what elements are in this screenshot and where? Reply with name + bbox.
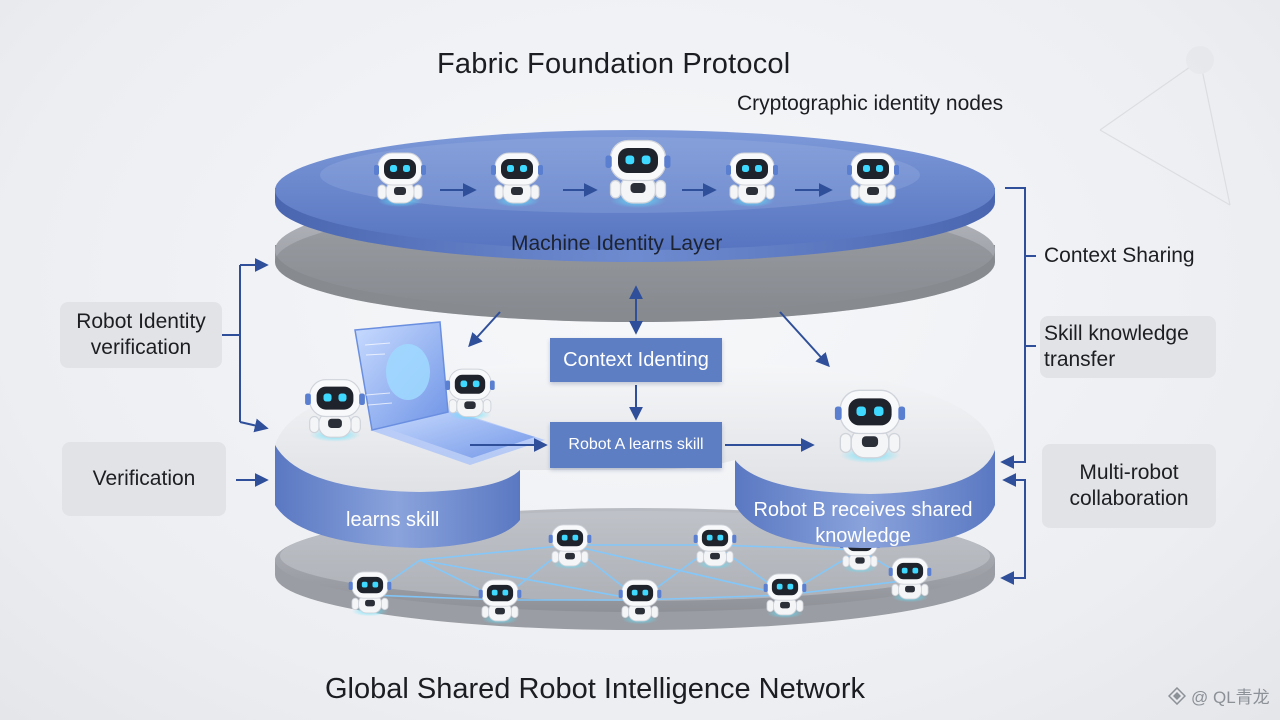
identity-robot-icon bbox=[490, 152, 544, 208]
robot-b-label-line2: knowledge bbox=[815, 525, 911, 547]
decorative-corner-lines bbox=[1099, 46, 1231, 206]
machine-identity-layer-label: Machine Identity Layer bbox=[511, 232, 723, 255]
subtitle: Cryptographic identity nodes bbox=[737, 92, 1004, 115]
network-robot-icon bbox=[763, 573, 807, 619]
watermark-text: @ QL青龙 bbox=[1191, 688, 1270, 707]
network-robot-icon bbox=[348, 571, 392, 617]
identity-robot-icon bbox=[373, 152, 427, 208]
robot-a-icon bbox=[304, 379, 366, 443]
robot-b-label: Robot B receives shared knowledge bbox=[738, 497, 988, 549]
identity-robot-icon bbox=[604, 139, 672, 209]
network-robot-icon bbox=[888, 557, 932, 603]
left-bracket-arrows bbox=[222, 258, 269, 487]
robot-identity-line2: verification bbox=[90, 336, 192, 359]
robot-identity-line1: Robot Identity bbox=[76, 310, 206, 333]
helper-robot-icon bbox=[444, 368, 496, 421]
robot-b-icon bbox=[834, 389, 906, 464]
context-sharing-label: Context Sharing bbox=[1044, 244, 1195, 267]
right-bracket-arrows bbox=[1000, 187, 1036, 585]
network-robot-icon bbox=[548, 524, 592, 570]
robot-b-label-line1: Robot B receives shared bbox=[753, 499, 973, 521]
page-title: Fabric Foundation Protocol bbox=[437, 48, 791, 80]
middle-layer-right-disc bbox=[640, 358, 995, 548]
center-flow-arrows bbox=[468, 285, 830, 452]
identity-robot-icon bbox=[846, 152, 900, 208]
watermark: @ QL青龙 bbox=[1168, 683, 1270, 708]
skill-transfer-line2: transfer bbox=[1044, 348, 1116, 371]
context-identing-box: Context Identing bbox=[550, 338, 722, 382]
network-robot-icon bbox=[618, 579, 662, 625]
skill-transfer-line1: Skill knowledge bbox=[1044, 322, 1189, 345]
multi-robot-collaboration-box: Multi-robot collaboration bbox=[1042, 444, 1216, 528]
robot-identity-verification-box: Robot Identity verification bbox=[60, 302, 222, 368]
identity-robot-icon bbox=[725, 152, 779, 208]
network-robot-icon bbox=[693, 524, 737, 570]
multi-robot-line1: Multi-robot bbox=[1079, 461, 1179, 484]
network-robot-icon bbox=[478, 579, 522, 625]
multi-robot-line2: collaboration bbox=[1069, 487, 1189, 510]
learns-skill-label: learns skill bbox=[346, 509, 440, 531]
network-title: Global Shared Robot Intelligence Network bbox=[325, 673, 866, 705]
verification-box: Verification bbox=[62, 442, 226, 516]
skill-knowledge-transfer-box: Skill knowledge transfer bbox=[1040, 316, 1216, 378]
diamond-logo-icon bbox=[1168, 686, 1186, 705]
robot-a-learns-skill-box: Robot A learns skill bbox=[550, 422, 722, 468]
